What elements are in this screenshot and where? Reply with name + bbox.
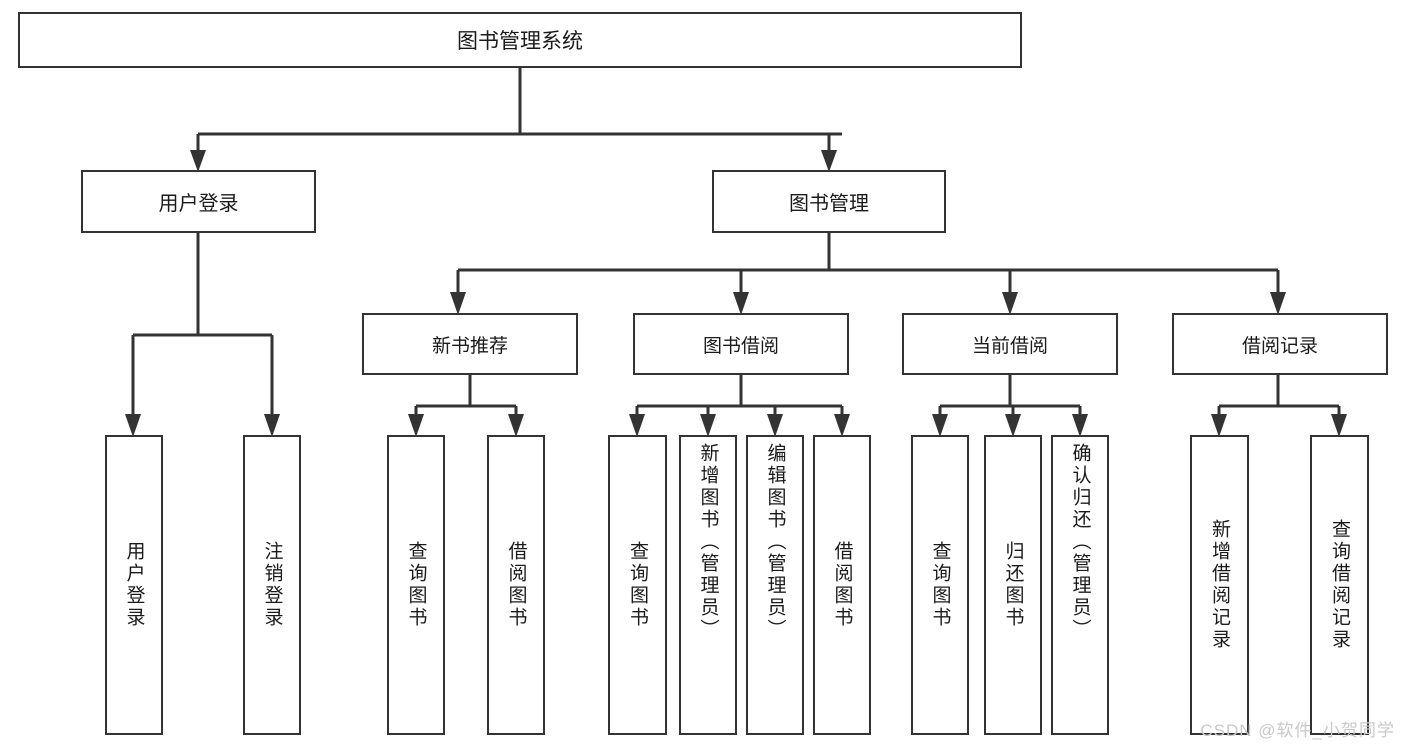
node-user-login[interactable]: 用户登录	[81, 170, 316, 233]
leaf-add-book-admin-label: 新增图书（管理员）	[697, 443, 719, 641]
arrowhead-new-book	[450, 292, 466, 315]
leaf-query-book-new[interactable]: 查询图书	[387, 435, 445, 735]
leaf-query-book-borrow-label: 查询图书	[627, 541, 648, 629]
arrowhead-cb-3	[1072, 414, 1088, 437]
arrowhead-leaf-user-login	[125, 414, 141, 437]
leaf-return-book-label: 归还图书	[1002, 541, 1024, 629]
node-book-borrow-label: 图书借阅	[702, 335, 779, 357]
arrowhead-bb-3	[767, 414, 783, 437]
arrowhead-leaf-logout	[264, 414, 280, 437]
leaf-logout-label: 注销登录	[261, 541, 283, 629]
node-root[interactable]: 图书管理系统	[18, 12, 1022, 68]
leaf-query-book-current[interactable]: 查询图书	[911, 435, 969, 735]
node-current-borrow[interactable]: 当前借阅	[902, 313, 1118, 375]
watermark: CSDN @软件_小贺同学	[1200, 721, 1395, 740]
leaf-query-borrow-record-label: 查询借阅记录	[1329, 519, 1350, 651]
leaf-return-book[interactable]: 归还图书	[984, 435, 1042, 735]
arrowhead-bb-1	[629, 414, 645, 437]
leaf-borrow-book-new-label: 借阅图书	[505, 541, 527, 629]
arrowhead-book-manage	[821, 150, 837, 172]
node-book-management-label: 图书管理	[789, 193, 869, 215]
leaf-logout[interactable]: 注销登录	[243, 435, 301, 735]
node-borrow-record[interactable]: 借阅记录	[1172, 313, 1388, 375]
node-book-management[interactable]: 图书管理	[712, 170, 946, 233]
leaf-add-book-admin[interactable]: 新增图书（管理员）	[679, 435, 737, 735]
leaf-confirm-return-admin[interactable]: 确认归还（管理员）	[1051, 435, 1109, 735]
leaf-add-borrow-record[interactable]: 新增借阅记录	[1190, 435, 1249, 735]
leaf-query-book-new-label: 查询图书	[405, 541, 427, 629]
leaf-borrow-book-label: 借阅图书	[831, 541, 853, 629]
arrowhead-cb-2	[1005, 414, 1021, 437]
leaf-user-login-label: 用户登录	[123, 541, 145, 629]
leaf-edit-book-admin-label: 编辑图书（管理员）	[764, 443, 786, 641]
arrowhead-book-borrow	[733, 292, 749, 315]
leaf-borrow-book[interactable]: 借阅图书	[813, 435, 871, 735]
leaf-confirm-return-admin-label: 确认归还（管理员）	[1069, 443, 1091, 641]
leaf-add-borrow-record-label: 新增借阅记录	[1209, 519, 1230, 651]
leaf-borrow-book-new[interactable]: 借阅图书	[487, 435, 545, 735]
node-current-borrow-label: 当前借阅	[971, 335, 1048, 357]
arrowhead-bb-2	[700, 414, 716, 437]
arrowhead-user-login	[190, 150, 206, 172]
node-user-login-label: 用户登录	[158, 193, 239, 215]
node-new-book-recommend-label: 新书推荐	[431, 335, 508, 357]
arrowhead-nb-1	[408, 414, 424, 437]
leaf-query-book-current-label: 查询图书	[929, 541, 951, 629]
arrowhead-current-borrow	[1002, 292, 1018, 315]
leaf-user-login[interactable]: 用户登录	[105, 435, 163, 735]
arrowhead-br-1	[1211, 414, 1227, 437]
node-borrow-record-label: 借阅记录	[1241, 335, 1318, 357]
arrowhead-nb-2	[508, 414, 524, 437]
arrowhead-borrow-record	[1270, 292, 1286, 315]
leaf-edit-book-admin[interactable]: 编辑图书（管理员）	[746, 435, 804, 735]
arrowhead-br-2	[1331, 414, 1347, 437]
leaf-query-borrow-record[interactable]: 查询借阅记录	[1310, 435, 1369, 735]
arrowhead-cb-1	[932, 414, 948, 437]
arrowhead-bb-4	[834, 414, 850, 437]
node-new-book-recommend[interactable]: 新书推荐	[362, 313, 578, 375]
node-root-label: 图书管理系统	[457, 30, 583, 53]
node-book-borrow[interactable]: 图书借阅	[633, 313, 849, 375]
leaf-query-book-borrow[interactable]: 查询图书	[608, 435, 667, 735]
